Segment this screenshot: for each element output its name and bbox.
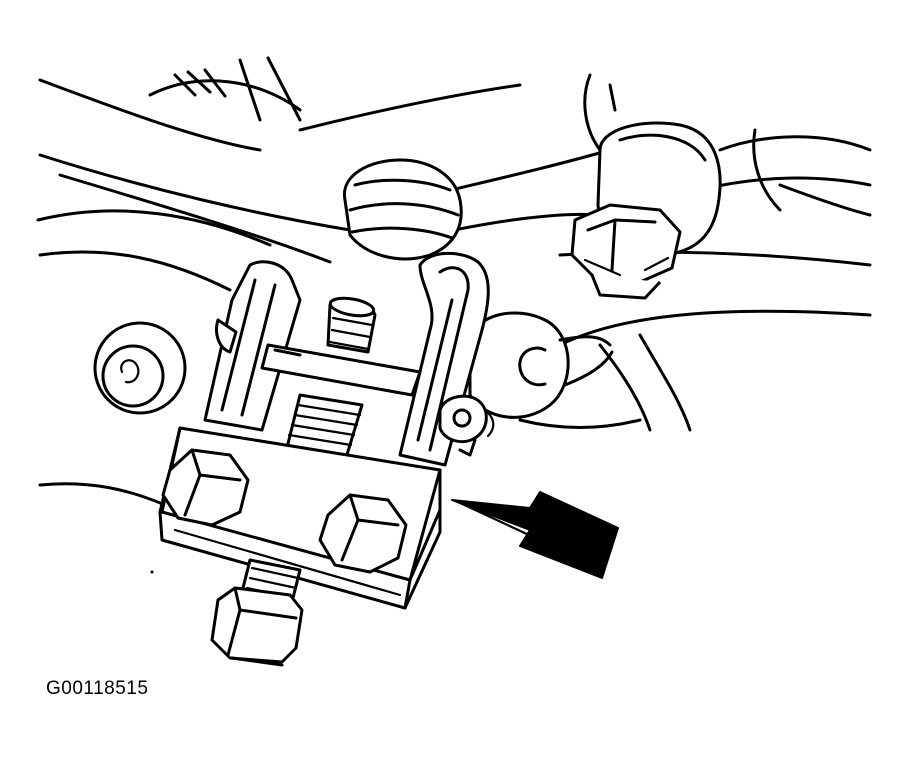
ball-joint-eye (468, 311, 614, 419)
tie-rod-end (570, 121, 722, 300)
bushing-bolt (93, 321, 187, 415)
callout-arrow (451, 491, 619, 579)
speck (150, 570, 154, 574)
figure-code-label: G00118515 (46, 678, 149, 699)
separator-tool (158, 251, 495, 667)
